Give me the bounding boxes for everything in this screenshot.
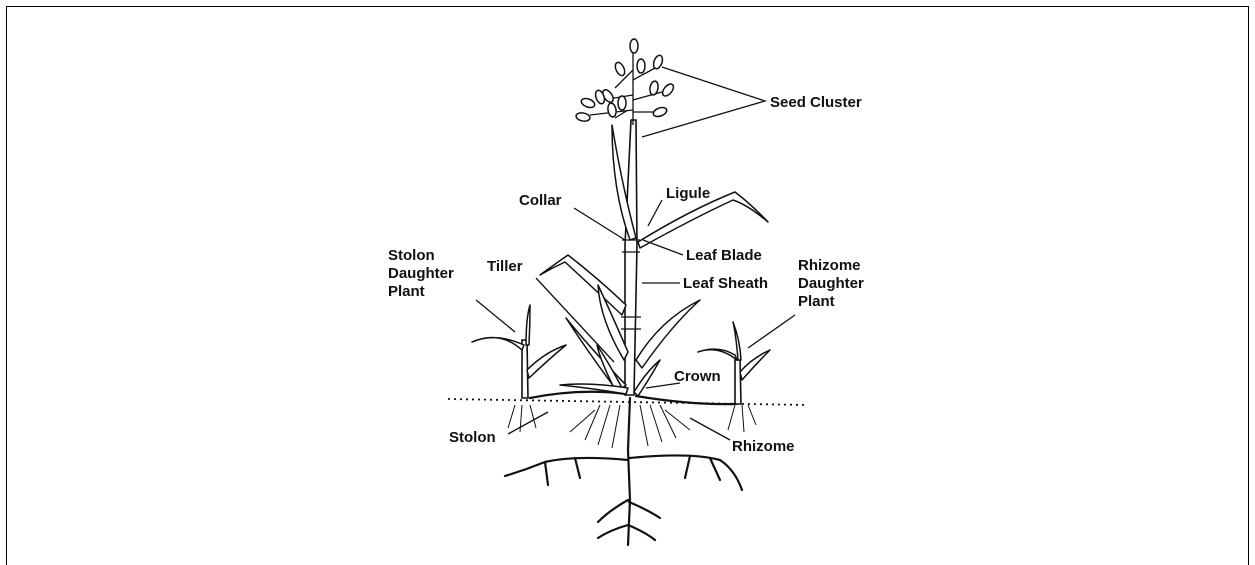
rhizome-runner (636, 396, 735, 404)
left-leaf (540, 255, 626, 315)
stolon-daughter-plant (472, 305, 566, 398)
seed-cluster (575, 39, 675, 125)
root-system (505, 398, 756, 545)
label-ligule: Ligule (666, 185, 710, 202)
right-leaf (636, 300, 700, 368)
label-leaf-blade: Leaf Blade (686, 247, 762, 264)
label-stolon-daughter-2: Daughter (388, 265, 454, 282)
label-stolon-daughter-3: Plant (388, 283, 425, 300)
label-rhizome-daughter-3: Plant (798, 293, 835, 310)
label-rhizome: Rhizome (732, 438, 795, 455)
label-rhizome-daughter-1: Rhizome (798, 257, 861, 274)
label-tiller: Tiller (487, 258, 523, 275)
label-stolon-daughter-1: Stolon (388, 247, 435, 264)
label-stolon: Stolon (449, 429, 496, 446)
soil-line (448, 399, 808, 405)
stolon-runner (530, 392, 626, 398)
crown-leaf-right (634, 360, 660, 396)
label-crown: Crown (674, 368, 721, 385)
label-collar: Collar (519, 192, 562, 209)
label-seed-cluster: Seed Cluster (770, 94, 862, 111)
rhizome-daughter-plant (698, 322, 770, 404)
label-rhizome-daughter-2: Daughter (798, 275, 864, 292)
label-leaf-sheath: Leaf Sheath (683, 275, 768, 292)
